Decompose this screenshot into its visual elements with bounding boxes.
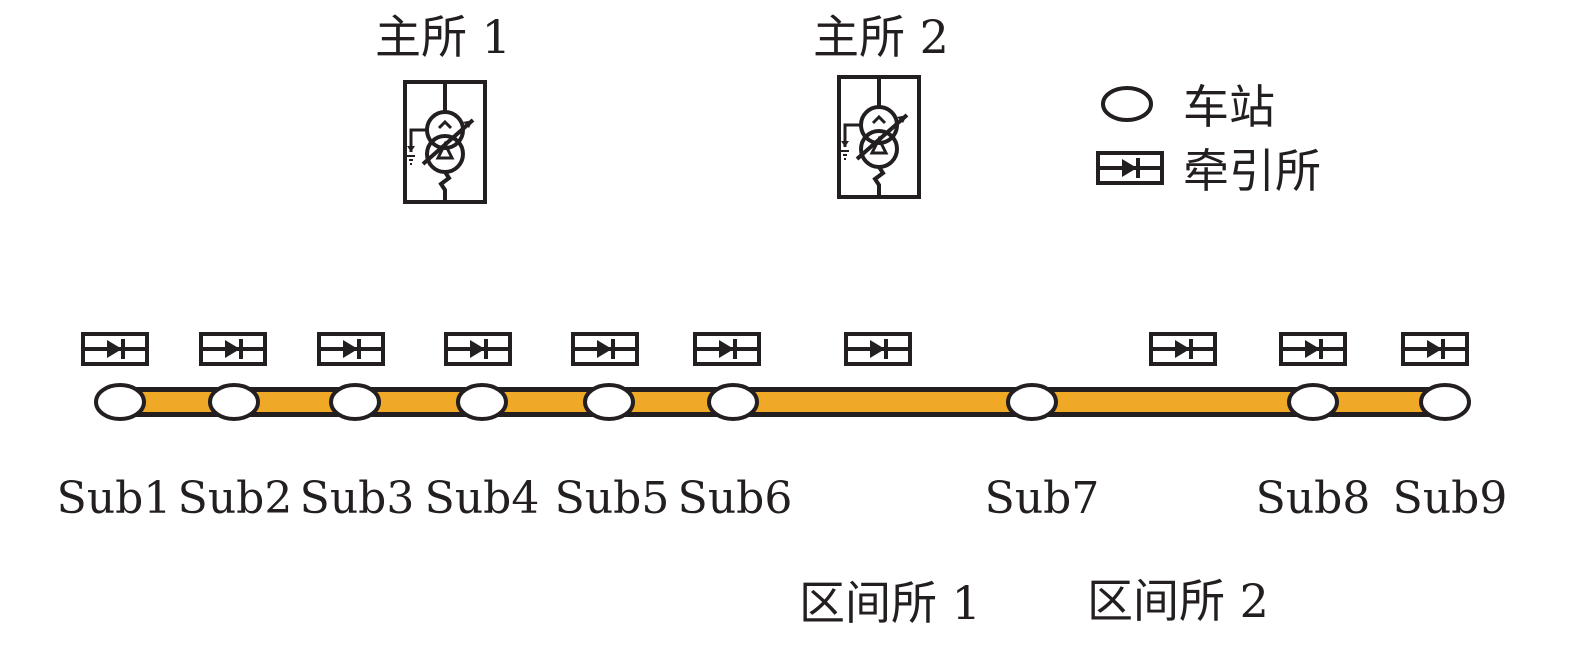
- traction-substation-symbol-7: [844, 332, 912, 366]
- main-substation-2-label: 主所 2: [813, 10, 949, 64]
- section-post-2-label: 区间所 2: [1087, 574, 1269, 628]
- traction-substation-symbol-5: [571, 332, 639, 366]
- section-post-1-label: 区间所 1: [799, 576, 981, 630]
- traction-substation-symbol-10: [1401, 332, 1469, 366]
- station-label-sub1: Sub1: [56, 473, 172, 524]
- station-symbol-sub6: [707, 383, 759, 421]
- main-substation-1-label: 主所 1: [375, 10, 511, 64]
- station-symbol-sub8: [1287, 383, 1339, 421]
- station-symbol-sub4: [456, 383, 508, 421]
- station-symbol-sub5: [583, 383, 635, 421]
- station-symbol-sub3: [329, 383, 381, 421]
- traction-substation-symbol-2: [199, 332, 267, 366]
- traction-substation-symbol-1: [81, 332, 149, 366]
- station-label-sub9: Sub9: [1392, 473, 1508, 524]
- legend-traction-symbol: [1096, 151, 1164, 185]
- traction-substation-symbol-6: [693, 332, 761, 366]
- main-substation-2-symbol: [837, 75, 921, 199]
- station-label-sub8: Sub8: [1255, 473, 1371, 524]
- traction-substation-symbol-9: [1279, 332, 1347, 366]
- legend-station-symbol: [1101, 86, 1153, 122]
- traction-substation-symbol-4: [444, 332, 512, 366]
- main-substation-1-symbol: [403, 80, 487, 204]
- station-symbol-sub9: [1419, 383, 1471, 421]
- station-symbol-sub2: [208, 383, 260, 421]
- station-label-sub5: Sub5: [554, 473, 670, 524]
- station-symbol-sub1: [94, 383, 146, 421]
- station-label-sub6: Sub6: [677, 473, 793, 524]
- station-label-sub2: Sub2: [177, 473, 293, 524]
- station-label-sub4: Sub4: [424, 473, 540, 524]
- station-label-sub3: Sub3: [299, 473, 415, 524]
- legend-station-label: 车站: [1183, 80, 1275, 134]
- station-symbol-sub7: [1006, 383, 1058, 421]
- symbol-layer: [81, 75, 1469, 366]
- station-layer: [94, 383, 1471, 421]
- legend-traction-label: 牵引所: [1183, 144, 1321, 198]
- traction-substation-symbol-8: [1149, 332, 1217, 366]
- station-label-sub7: Sub7: [984, 473, 1100, 524]
- traction-substation-symbol-3: [317, 332, 385, 366]
